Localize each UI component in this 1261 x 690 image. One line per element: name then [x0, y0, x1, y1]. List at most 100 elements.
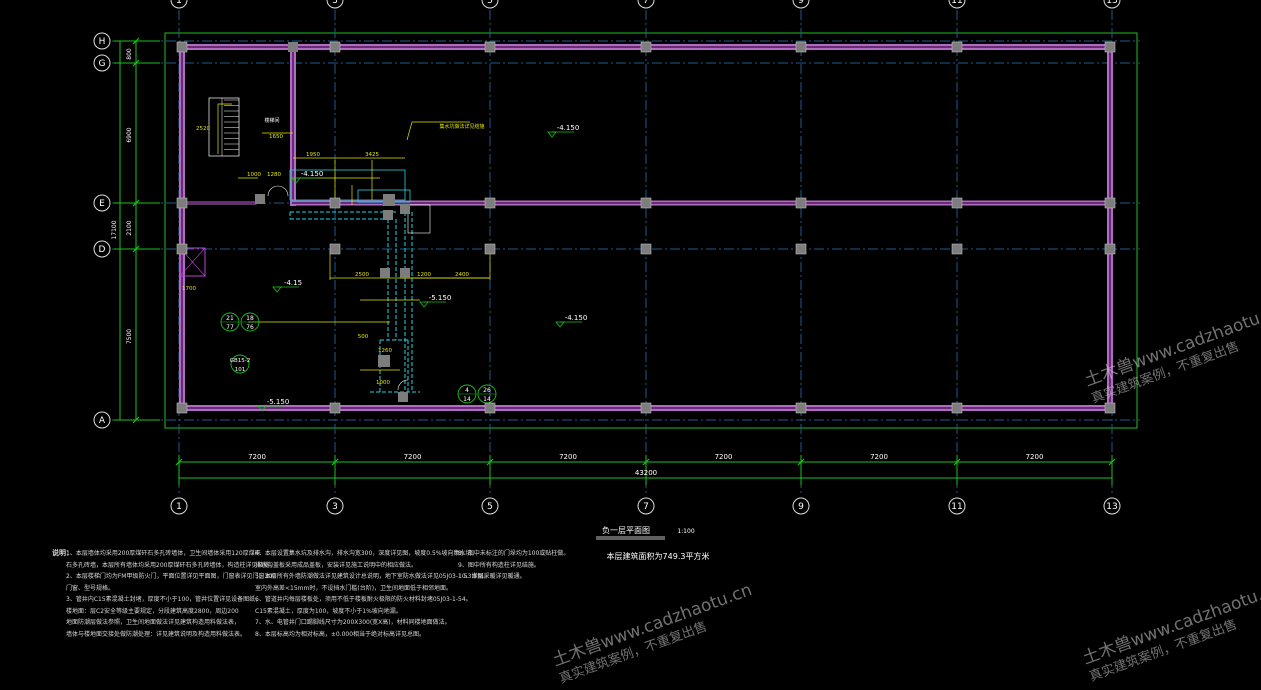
axis-bubble-label: G: [99, 59, 106, 69]
axis-bubble: [93, 194, 111, 212]
axis-bubble: [170, 0, 188, 9]
index-bubble-top: 21: [226, 315, 234, 322]
area-note: 本层建筑面积为749.3平方米: [607, 551, 710, 561]
level-marker: [547, 131, 557, 138]
structural-column: [329, 197, 341, 209]
level-marker: [555, 321, 565, 328]
structural-column: [176, 402, 188, 414]
bay-dimension-label: 7200: [1026, 453, 1044, 461]
structural-column: [484, 197, 496, 209]
axis-bubble: [948, 0, 966, 9]
structural-column: [400, 204, 410, 214]
dimension-tick: [175, 458, 183, 466]
axis-bubble-label: 7: [643, 502, 649, 512]
inner-dimension-label: 1280: [267, 172, 281, 178]
index-bubble-top: 26: [483, 387, 491, 394]
stair-arrow: [217, 103, 232, 154]
dimension-tick: [132, 37, 140, 45]
dimension-tick: [132, 199, 140, 207]
axis-bubble-label: 5: [487, 0, 493, 6]
structural-column: [795, 243, 807, 255]
level-label: -4.150: [565, 314, 588, 322]
axis-bubble: [93, 54, 111, 72]
axis-bubble: [1103, 0, 1121, 9]
plan-scale: 1:100: [677, 528, 694, 535]
notes-column-3: 8、图中未标注的门垛均为100或贴柱做。 9、图中所有构造柱详见结施。 10、本…: [458, 548, 598, 583]
note-line: 5、本层所有外墙防潮做法详见建筑设计总说明，地下室防水做法详见05J03-1 5…: [255, 573, 490, 580]
note-line: 7、水、电管井门口踢脚线尺寸为200X300(宽X高)，材料同楼地面做法。: [255, 619, 451, 626]
note-line: 石多孔砖墙，本层所有墙体均采用200厚煤矸石多孔砖墙体，构造柱详见结施。: [66, 561, 276, 569]
axis-bubble: [326, 0, 344, 9]
structural-column: [400, 268, 410, 278]
left-dimension-label: 800: [126, 48, 133, 60]
structural-column: [1104, 402, 1116, 414]
structural-column: [484, 41, 496, 53]
inner-dimension-label: 2400: [455, 272, 469, 278]
note-line: 10、本层采暖详见暖通。: [458, 573, 526, 580]
door-swing: [267, 185, 279, 197]
plan-title: 负一层平面图: [602, 525, 650, 535]
structural-column: [329, 243, 341, 255]
dimension-tick: [132, 59, 140, 67]
sump-pit-diagonal: [179, 247, 206, 277]
dimension-tick: [331, 458, 339, 466]
total-dimension-label: 43200: [635, 469, 657, 477]
dimension-tick: [642, 458, 650, 466]
axis-bubble: [792, 497, 810, 515]
level-marker: [272, 286, 282, 293]
inner-dimension-label: 1200: [417, 272, 431, 278]
axis-bubble: [1103, 497, 1121, 515]
note-line: 9、图中所有构造柱详见结施。: [458, 561, 540, 569]
structural-column: [795, 41, 807, 53]
note-line: 6、管道井内每层楼板处，须用不低于楼板耐火极限的防火材料封堵05J03-1-54…: [255, 596, 472, 603]
inner-dimension-label: 1650: [269, 134, 283, 140]
axis-bubble-label: 9: [798, 0, 804, 6]
axis-bubble-label: 3: [332, 0, 338, 6]
note-line: 3、管井内C15素混凝土封堵，厚度不小于100，管井位置详见设备图纸，: [66, 596, 262, 603]
axis-bubble: [93, 411, 111, 429]
structural-column: [383, 210, 393, 220]
notes-column-2: 4、本层设置集水坑及排水沟，排水沟宽300，深度详见图，坡度0.5%坡向集水坑，…: [255, 548, 490, 640]
axis-bubble-label: 9: [798, 502, 804, 512]
note-line: 室内外高差<15mm时，不设挡水门槛(台阶)，卫生间地面低于相邻地面。: [255, 584, 453, 592]
structural-column: [640, 402, 652, 414]
structural-column: [176, 41, 188, 53]
structural-column: [640, 243, 652, 255]
level-label: -4.150: [301, 170, 324, 178]
axis-bubble-label: 1: [176, 0, 182, 6]
structural-column: [383, 194, 395, 206]
annotation-note: 楼梯间: [264, 117, 279, 124]
annotation-note: 集水坑做法详见结施: [439, 123, 484, 130]
note-line: 8、本层标高均为相对标高，±0.000相当于绝对标高详见总图。: [255, 630, 426, 638]
bay-dimension-label: 7200: [404, 453, 422, 461]
dimension-tick: [132, 245, 140, 253]
index-bubble-top: 18: [246, 315, 254, 322]
structural-column: [795, 197, 807, 209]
structural-columns: [176, 41, 1116, 414]
axis-bubble-label: 11: [951, 502, 962, 512]
dimension-lines: [114, 37, 1116, 485]
axis-bubble-label: E: [99, 199, 105, 209]
axis-lines: [112, 10, 1140, 495]
axis-bubble: [948, 497, 966, 515]
shaft-outline: [407, 204, 431, 234]
structural-column: [378, 355, 390, 367]
note-line: 地面防潮层做法参照，卫生间地面做法详见建筑构造用料做法表，: [66, 619, 241, 626]
note-line: 8、图中未标注的门垛均为100或贴柱做。: [458, 550, 570, 557]
axis-bubble-label: 13: [1106, 502, 1117, 512]
structural-column: [255, 194, 265, 204]
axis-bubble: [326, 497, 344, 515]
note-line: 4、本层设置集水坑及排水沟，排水沟宽300，深度详见图，坡度0.5%坡向集水坑，: [255, 550, 478, 557]
axis-bubble: [170, 497, 188, 515]
axis-bubble: [637, 0, 655, 9]
detail-label: GB15-2: [230, 358, 251, 364]
note-line: 墙体与楼地面交接处做防潮处理：详见建筑说明及构造用料做法表。: [66, 630, 247, 638]
structural-column: [1104, 243, 1116, 255]
structural-column: [951, 41, 963, 53]
notes-column-1: 说明： 1、本层墙体均采用200厚煤矸石多孔砖墙体，卫生间墙体采用120厚煤矸 …: [52, 548, 276, 640]
inner-dimension-label: 1950: [306, 152, 320, 158]
note-line: C15素混凝土，厚度为100，坡度不小于1%坡向地漏。: [255, 607, 402, 615]
axis-bubble-label: 13: [1106, 0, 1117, 6]
inner-dimension-label: 2520: [196, 126, 210, 132]
